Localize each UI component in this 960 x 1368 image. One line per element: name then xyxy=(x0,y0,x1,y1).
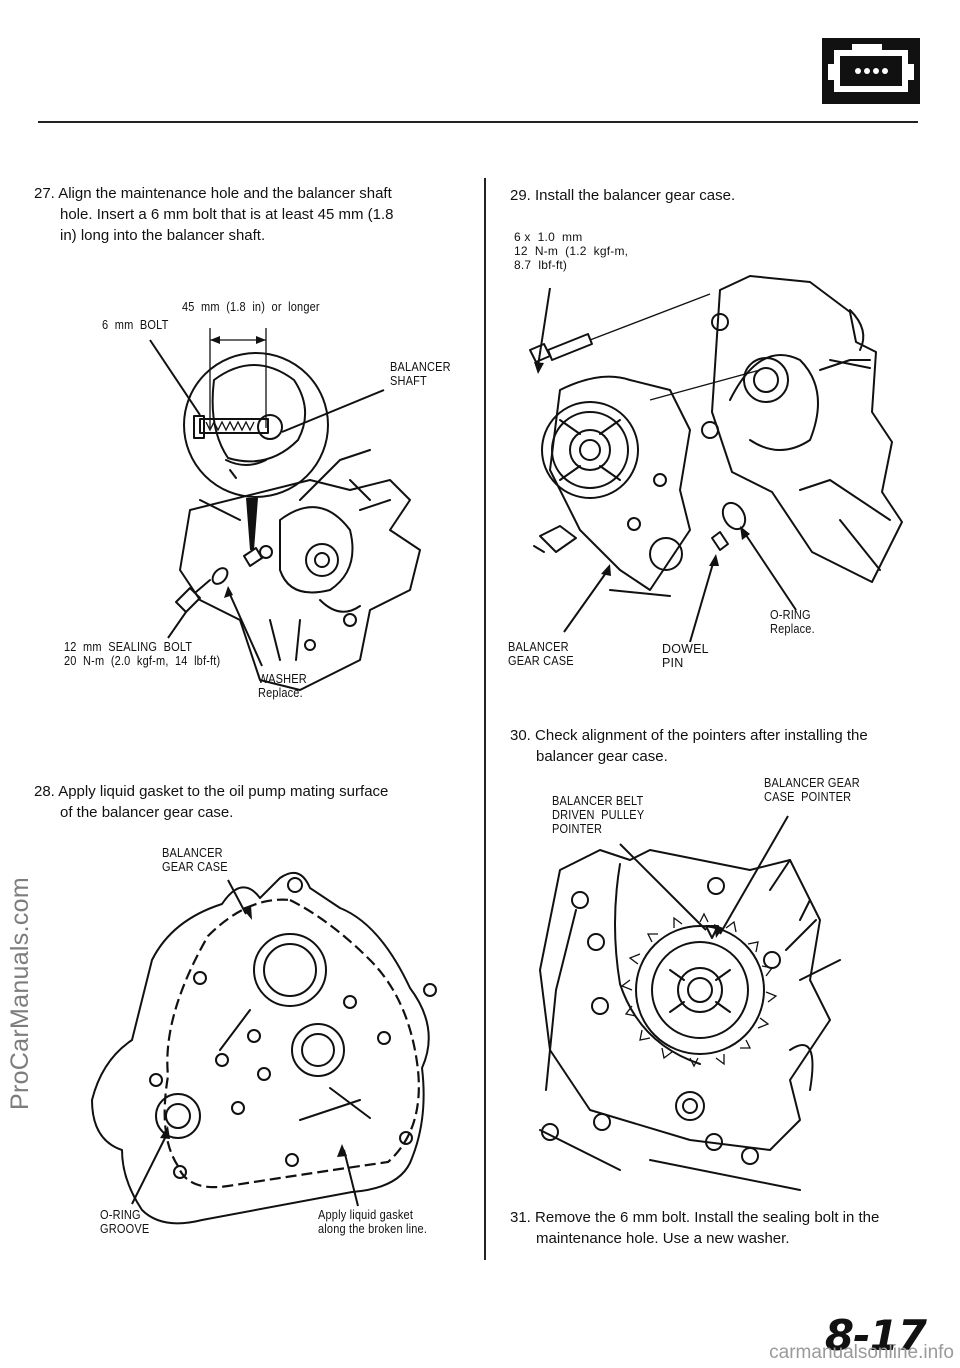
step-27-line-3: in) long into the balancer shaft. xyxy=(60,227,266,244)
step-28: 28. Apply liquid gasket to the oil pump … xyxy=(34,781,464,823)
gear-case-install-figure xyxy=(529,275,903,643)
pointer-alignment-figure xyxy=(539,815,841,1191)
engine-section-icon xyxy=(822,38,920,104)
step-30-line-1: 30. Check alignment of the pointers afte… xyxy=(510,727,868,744)
step-29: 29. Install the balancer gear case. xyxy=(510,185,930,206)
washer-label: WASHER Replace. xyxy=(258,672,307,700)
pulley-pointer-label: BALANCER BELT DRIVEN PULLEY POINTER xyxy=(552,794,645,836)
step-27: 27. Align the maintenance hole and the b… xyxy=(34,183,464,246)
gasket-instruction-label: Apply liquid gasket along the broken lin… xyxy=(318,1208,428,1236)
length-label: 45 mm (1.8 in) or longer xyxy=(182,300,320,314)
bolt-spec-label: 6 x 1.0 mm 12 N-m (1.2 kgf-m, 8.7 lbf-ft… xyxy=(514,230,629,272)
step-27-line-1: 27. Align the maintenance hole and the b… xyxy=(34,185,392,202)
balancer-shaft-figure xyxy=(149,328,421,691)
gear-case-label-2: BALANCER GEAR CASE xyxy=(508,640,574,668)
sealing-bolt-label: 12 mm SEALING BOLT 20 N-m (2.0 kgf-m, 14… xyxy=(64,640,221,668)
gear-case-figure xyxy=(91,871,437,1225)
engine-icon xyxy=(828,44,914,92)
bolt-label: 6 mm BOLT xyxy=(102,318,169,332)
gear-case-label: BALANCER GEAR CASE xyxy=(162,846,228,874)
o-ring-replace-label: O-RING Replace. xyxy=(770,608,815,636)
step-31-line-2: maintenance hole. Use a new washer. xyxy=(536,1230,790,1247)
step-30-line-2: balancer gear case. xyxy=(536,748,668,765)
step-28-line-2: of the balancer gear case. xyxy=(60,804,234,821)
balancer-shaft-label: BALANCER SHAFT xyxy=(390,360,451,388)
page-number: 8-17 xyxy=(824,1311,927,1360)
step-28-line-1: 28. Apply liquid gasket to the oil pump … xyxy=(34,783,389,800)
o-ring-groove-label: O-RING GROOVE xyxy=(100,1208,150,1236)
step-31: 31. Remove the 6 mm bolt. Install the se… xyxy=(510,1207,930,1249)
step-27-line-2: hole. Insert a 6 mm bolt that is at leas… xyxy=(60,206,394,223)
header-rule xyxy=(38,121,918,123)
column-divider xyxy=(484,178,486,1260)
step-31-line-1: 31. Remove the 6 mm bolt. Install the se… xyxy=(510,1209,880,1226)
step-29-line-1: 29. Install the balancer gear case. xyxy=(510,187,736,204)
dowel-pin-label: DOWEL PIN xyxy=(662,642,709,670)
footer-watermark: carmanualsonline.info xyxy=(769,1342,954,1363)
step-30: 30. Check alignment of the pointers afte… xyxy=(510,725,930,767)
case-pointer-label: BALANCER GEAR CASE POINTER xyxy=(764,776,860,804)
